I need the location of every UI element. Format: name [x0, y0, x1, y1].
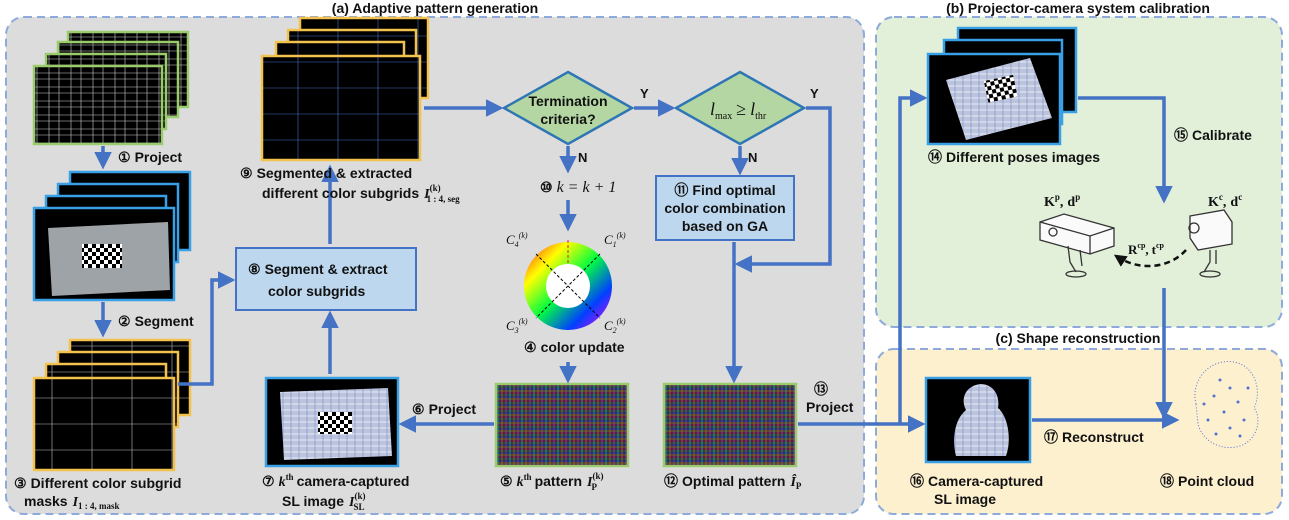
step-13-num: ⑬ [814, 381, 828, 397]
panel-b-title: (b) Projector-camera system calibration [946, 0, 1210, 16]
captured-image-stack [32, 170, 192, 302]
wheel-c3: C3(k) [506, 317, 528, 335]
extrinsic-params: Rcp,tcp [1128, 241, 1165, 257]
decision-1-line1: Termination [528, 93, 607, 109]
captured-sl-image [264, 376, 400, 468]
mask-stack [32, 338, 192, 472]
termination-decision [501, 70, 635, 146]
sl-bust-image [924, 376, 1032, 464]
decision-2-no: N [748, 150, 757, 165]
panel-c-title: (c) Shape reconstruction [996, 330, 1161, 346]
panel-a [5, 16, 865, 515]
wheel-c1: C1(k) [604, 231, 626, 249]
point-cloud [1194, 361, 1259, 448]
segmented-subgrid-stack [260, 16, 430, 162]
projected-pattern-stack [32, 30, 190, 146]
projector-params: Kp,dp [1044, 192, 1080, 210]
decision-2-condition: lmax≥lthr [710, 99, 767, 122]
find-optimal-box [655, 175, 795, 241]
step-11-line2: color combination [664, 200, 785, 216]
segment-extract-box [235, 247, 417, 311]
step-11-line3: based on GA [682, 218, 768, 234]
decision-1-no: N [578, 150, 587, 165]
step-16-line2: SL image [934, 491, 996, 507]
panel-a-title: (a) Adaptive pattern generation [332, 0, 538, 16]
wheel-c2: C2(k) [604, 317, 626, 335]
wheel-c4: C4(k) [506, 231, 528, 249]
camera-params: Kc,dc [1208, 192, 1242, 210]
decision-2-yes: Y [810, 86, 819, 101]
threshold-decision [673, 70, 807, 146]
optimal-pattern-image [662, 382, 798, 468]
kth-pattern-image [494, 382, 630, 468]
step-8-label-line2: color subgrids [268, 283, 365, 299]
step-13-label: Project [806, 399, 854, 415]
camera-icon [1188, 209, 1233, 278]
decision-1-yes: Y [640, 86, 649, 101]
color-wheel [524, 240, 612, 330]
flow-arrows [94, 89, 1180, 433]
pose-image-stack [926, 26, 1078, 146]
projector-icon [1039, 213, 1115, 278]
decision-1-line2: criteria? [540, 111, 595, 127]
